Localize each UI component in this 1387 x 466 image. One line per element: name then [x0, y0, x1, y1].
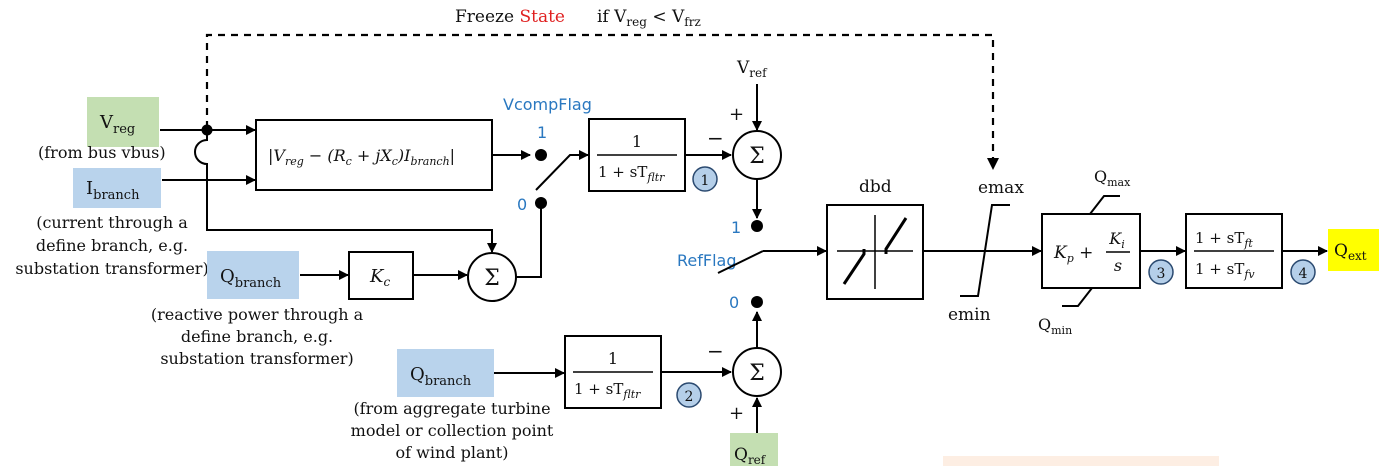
refflag-contact-0[interactable]	[751, 296, 763, 308]
qmin-label: Qmin	[1038, 315, 1072, 337]
qbranch1-note-1: (reactive power through a	[151, 305, 364, 324]
ibranch-note-1: (current through a	[36, 213, 188, 232]
vcompflag-pos1: 1	[537, 123, 547, 142]
ibranch-note-3: substation transformer)	[15, 259, 208, 278]
sum-bottom-minus: −	[707, 339, 724, 363]
filter1-num: 1	[632, 132, 642, 151]
vcompflag-contact-0[interactable]	[535, 197, 547, 209]
vcompflag-contact-1[interactable]	[535, 149, 547, 161]
qext-output	[1328, 229, 1379, 271]
dbd-upper-curve	[884, 217, 908, 254]
sum-symbol-comp: Σ	[484, 266, 500, 291]
vreg-note: (from bus vbus)	[38, 143, 166, 162]
qbranch1-note-2: define branch, e.g.	[181, 327, 333, 346]
badge-2	[676, 382, 702, 408]
refflag-label: RefFlag	[677, 251, 736, 270]
qext-label: Qext	[1334, 241, 1367, 263]
qref-label: Qref	[734, 445, 767, 466]
vreg-label: Vreg	[99, 112, 135, 137]
bottom-highlight	[943, 456, 1219, 466]
sum-symbol-reactive: Σ	[749, 361, 765, 386]
qbranch1-note-3: substation transformer)	[160, 349, 353, 368]
sum-comp-out-wire	[516, 208, 542, 278]
freeze-condition: if Vreg < Vfrz	[597, 7, 701, 29]
vreg-to-sum-wire	[194, 130, 497, 253]
badge-4-text: 4	[1299, 266, 1308, 282]
ibranch-label: Ibranch	[86, 178, 140, 203]
leadlag-num: 1 + sTft	[1195, 229, 1253, 250]
vcompflag-label: VcompFlag	[503, 95, 592, 114]
pi-block	[1041, 213, 1141, 289]
vref-label: Vref	[736, 58, 768, 80]
badge-1-text: 1	[701, 173, 710, 189]
badge-2-text: 2	[685, 389, 694, 405]
filter1-den: 1 + sTfltr	[598, 163, 665, 184]
refflag-switch-arm[interactable]	[717, 250, 764, 274]
ibranch-input	[73, 168, 161, 208]
pi-kp: Kp +	[1053, 243, 1093, 265]
qbranch-input-2	[397, 349, 494, 397]
qmin-limit-line	[1062, 287, 1093, 307]
pi-ki: Ki	[1108, 229, 1124, 251]
compensation-block	[255, 119, 493, 191]
sum-symbol-voltage: Σ	[749, 144, 765, 169]
qbranch2-note-1: (from aggregate turbine	[353, 399, 550, 418]
sum-top-minus: −	[707, 126, 724, 150]
vcompflag-pos0: 0	[517, 195, 527, 214]
refflag-pos0: 0	[729, 293, 739, 312]
filter2-num: 1	[608, 349, 618, 368]
freeze-state-path	[205, 33, 999, 170]
sum-top-plus: +	[729, 104, 744, 125]
vcompflag-switch-arm[interactable]	[535, 150, 589, 191]
qbranch1-label: Qbranch	[220, 266, 282, 291]
vreg-input	[87, 97, 159, 147]
limiter-symbol	[960, 204, 1010, 297]
emax-label: emax	[978, 178, 1024, 198]
badge-3	[1148, 259, 1174, 285]
qmax-label: Qmax	[1094, 167, 1131, 189]
sum-bottom-plus: +	[729, 403, 744, 424]
ibranch-note-2: define branch, e.g.	[36, 236, 188, 255]
freeze-state-label: Freeze State	[455, 7, 565, 27]
emin-label: emin	[948, 305, 991, 325]
pi-s: s	[1114, 256, 1122, 275]
leadlag-den: 1 + sTfv	[1195, 260, 1255, 281]
badge-3-text: 3	[1157, 266, 1166, 282]
qbranch2-label: Qbranch	[410, 364, 472, 389]
dbd-label: dbd	[859, 177, 892, 197]
compensation-expr: |Vreg − (Rc + jXc)Ibranch|	[268, 146, 455, 168]
kc-label: Kc	[369, 266, 390, 289]
qref-input	[730, 433, 778, 466]
badge-1	[692, 166, 718, 192]
badge-4	[1290, 259, 1316, 285]
dbd-lower-curve	[842, 249, 866, 285]
filter2-den: 1 + sTfltr	[574, 380, 641, 401]
kc-block	[348, 251, 414, 300]
refflag-contact-1[interactable]	[751, 220, 763, 232]
qbranch2-note-3: of wind plant)	[396, 443, 509, 462]
qmax-limit-line	[1089, 195, 1120, 215]
refflag-pos1: 1	[731, 218, 741, 237]
qbranch2-note-2: model or collection point	[351, 421, 554, 440]
qbranch-input-1	[207, 251, 299, 299]
